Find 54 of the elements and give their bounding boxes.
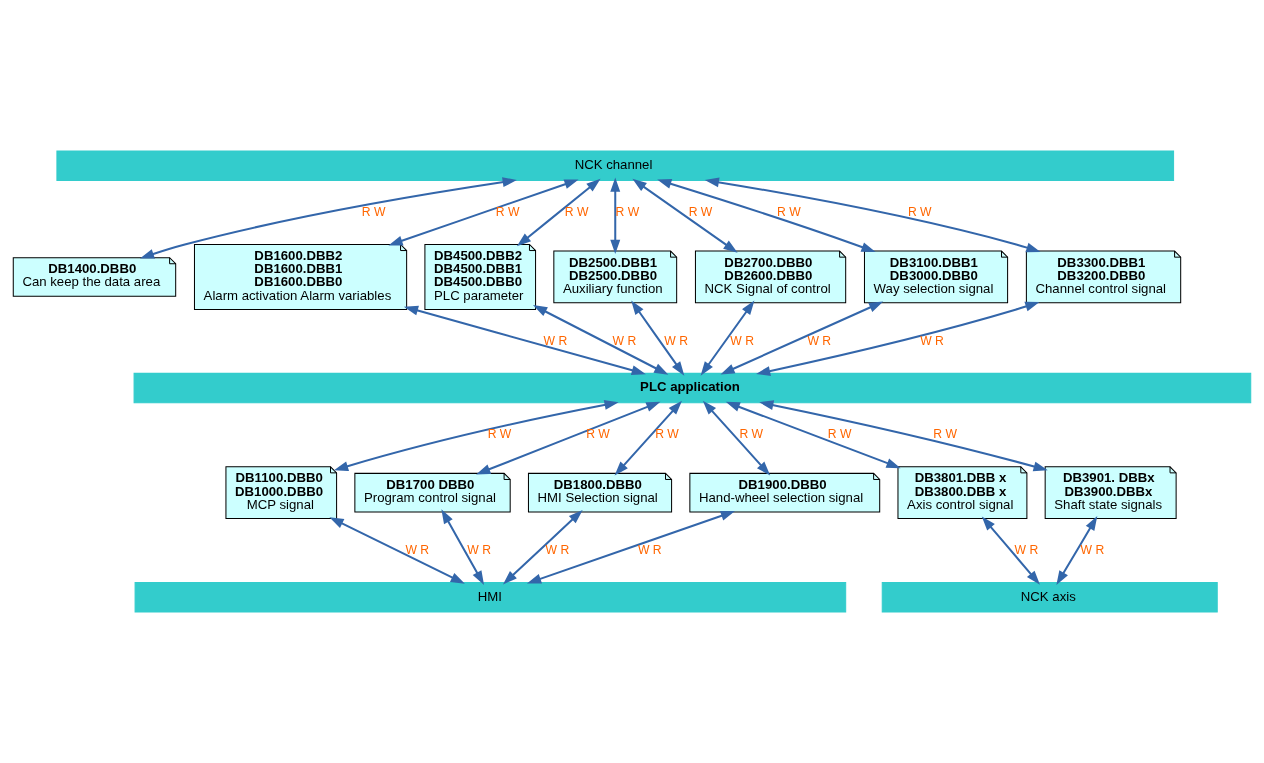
- arrow: [333, 400, 619, 471]
- arrow: [610, 177, 621, 255]
- arrow: [1056, 516, 1098, 586]
- arrow: [476, 401, 661, 475]
- arrow: [139, 177, 517, 259]
- edge-label: R W: [487, 426, 512, 441]
- arrow: [632, 178, 738, 253]
- node-box: NCK axis: [881, 582, 1218, 613]
- arrow: [614, 400, 682, 476]
- arrow: [388, 179, 579, 246]
- edge-label: R W: [688, 204, 713, 219]
- edge-label: R W: [739, 426, 764, 441]
- edge-label: W R: [920, 333, 944, 348]
- edge-label: R W: [615, 204, 640, 219]
- edge-label: W R: [612, 333, 637, 348]
- arrow: [526, 510, 736, 584]
- edge-label: W R: [807, 333, 832, 348]
- node-box: HMI: [134, 582, 847, 613]
- arrow: [403, 305, 646, 376]
- arrow: [981, 516, 1040, 585]
- edge-label: R W: [564, 204, 589, 219]
- arrow: [700, 300, 755, 376]
- arrow: [631, 300, 685, 376]
- edge-label: W R: [637, 542, 662, 557]
- arrow: [702, 400, 771, 476]
- arrow: [441, 509, 485, 585]
- node-box: NCK channel: [56, 150, 1175, 181]
- edge-label: R W: [586, 426, 610, 441]
- edge-label: R W: [933, 426, 958, 441]
- arrow: [756, 301, 1040, 376]
- node-box: PLC application: [133, 372, 1252, 404]
- edge-label: W R: [467, 542, 492, 557]
- edge-label: R W: [655, 426, 679, 441]
- edge-label: R W: [361, 204, 386, 219]
- edge-label: R W: [827, 426, 852, 441]
- arrow: [329, 517, 465, 584]
- arrow: [759, 400, 1048, 472]
- edge-label: W R: [664, 333, 688, 348]
- arrow: [720, 301, 884, 375]
- edge-label: R W: [777, 204, 801, 219]
- arrow: [503, 509, 583, 585]
- arrow: [725, 401, 901, 469]
- edge-label: W R: [730, 333, 754, 348]
- edge-label: W R: [545, 542, 570, 557]
- edge-label: R W: [907, 204, 932, 219]
- edge-label: W R: [1014, 542, 1039, 557]
- edge-label: W R: [405, 542, 430, 557]
- arrow: [516, 178, 601, 247]
- edge-label: R W: [495, 204, 520, 219]
- arrow: [704, 177, 1041, 253]
- arrow: [532, 305, 669, 375]
- edge-label: W R: [1080, 542, 1105, 557]
- arrow: [657, 179, 876, 253]
- edge-label: W R: [543, 333, 568, 348]
